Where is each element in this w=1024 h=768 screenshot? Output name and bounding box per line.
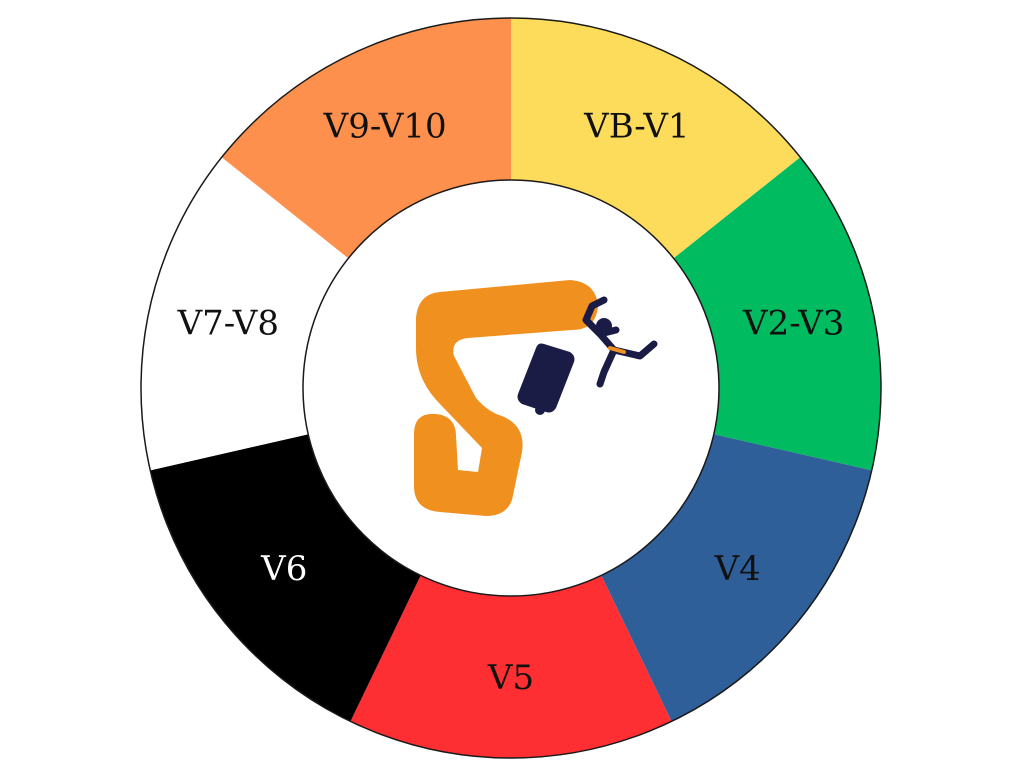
segment-label-vb-v1: VB-V1 — [583, 107, 689, 147]
segment-label-v5: V5 — [487, 658, 534, 698]
segment-label-v4: V4 — [714, 549, 761, 589]
climber-figure-icon — [582, 296, 658, 388]
carabiner-s-shape — [414, 280, 598, 516]
segment-label-v6: V6 — [260, 549, 307, 589]
segment-label-v9-v10: V9-V10 — [323, 107, 447, 147]
chalk-bag-bottom — [535, 405, 545, 415]
segment-label-v2-v3: V2-V3 — [742, 303, 844, 343]
segment-label-v7-v8: V7-V8 — [177, 303, 279, 343]
chalk-bag-icon — [517, 343, 575, 413]
climbing-gym-logo-icon — [414, 280, 658, 516]
outer-ring — [140, 17, 882, 759]
center-hub — [302, 179, 720, 597]
climber-harness — [608, 346, 626, 354]
